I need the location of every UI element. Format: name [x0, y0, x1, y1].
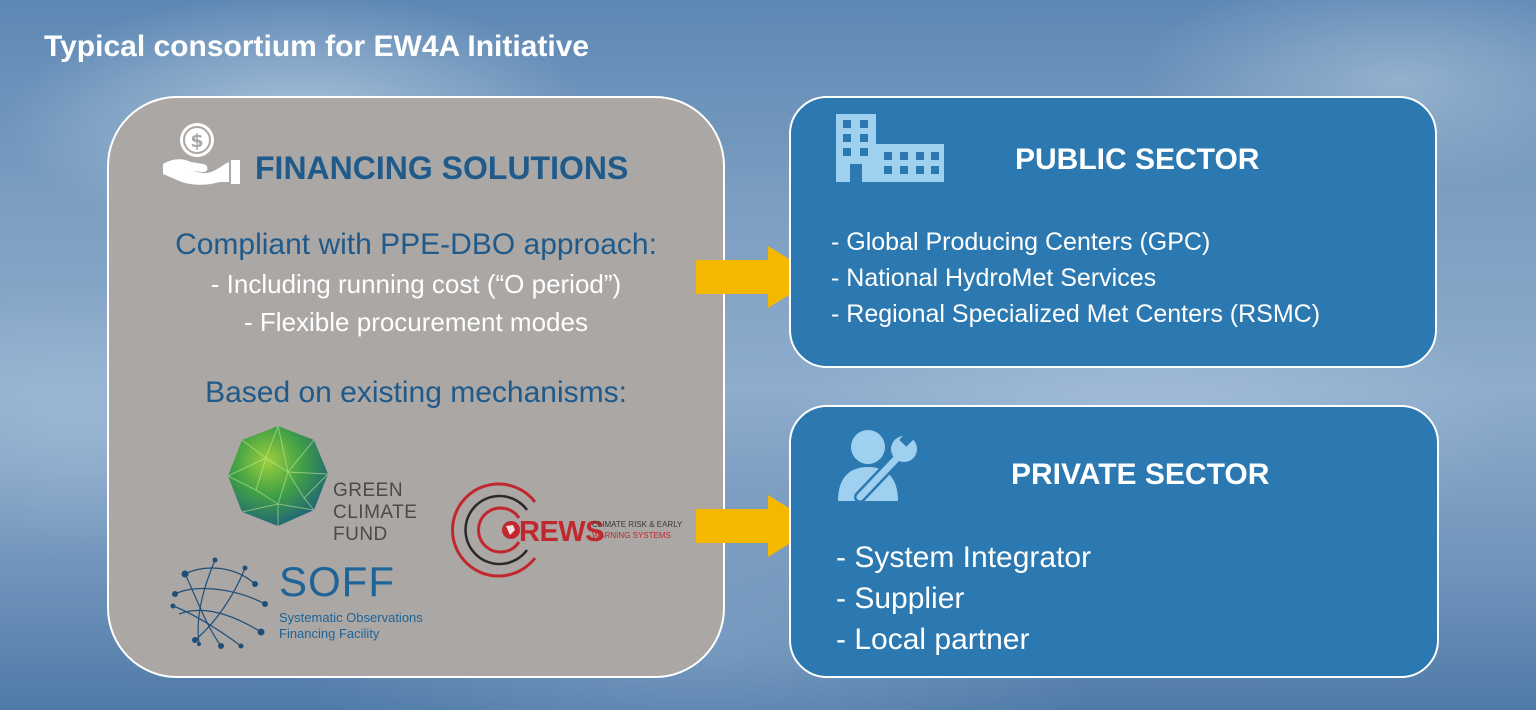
arrow-to-private-icon — [696, 495, 820, 562]
green-climate-fund-wordmark: GREEN CLIMATE FUND — [333, 480, 417, 546]
procurement-line: - Flexible procurement modes — [244, 307, 588, 337]
soff-logo — [165, 554, 275, 657]
page-title: Typical consortium for EW4A Initiative — [44, 30, 590, 63]
building-icon — [836, 114, 946, 189]
financing-solutions-box: $ FINANCING SOLUTIONS Compliant with PPE… — [107, 96, 725, 678]
soff-subtitle: Systematic Observations Financing Facili… — [279, 610, 423, 642]
public-sector-box: PUBLIC SECTOR - Global Producing Centers… — [789, 96, 1437, 368]
green-climate-fund-logo — [226, 424, 330, 533]
private-sector-box: PRIVATE SECTOR - System Integrator - Sup… — [789, 405, 1439, 678]
gcf-word-green: GREEN — [333, 480, 404, 501]
money-hand-icon: $ — [159, 120, 243, 193]
list-item: - Regional Specialized Met Centers (RSMC… — [831, 300, 1321, 328]
crews-subtitle: CLIMATE RISK & EARLY WARNING SYSTEMS — [592, 519, 682, 541]
crews-subtitle-line2: WARNING SYSTEMS — [592, 531, 671, 540]
running-cost-line: - Including running cost (“O period”) — [210, 269, 622, 299]
soff-subtitle-line1: Systematic Observations — [279, 610, 423, 625]
private-sector-list: - System Integrator - Supplier - Local p… — [836, 537, 1091, 660]
compliant-line: Compliant with PPE-DBO approach: — [175, 228, 657, 261]
crews-subtitle-line1: CLIMATE RISK & EARLY — [592, 520, 683, 529]
mechanisms-line: Based on existing mechanisms: — [205, 376, 627, 409]
crews-logo — [449, 480, 549, 585]
soff-subtitle-line2: Financing Facility — [279, 626, 380, 641]
list-item: - National HydroMet Services — [831, 264, 1157, 292]
soff-wordmark: SOFF — [279, 558, 395, 605]
gcf-word-fund: FUND — [333, 524, 388, 545]
financing-heading: FINANCING SOLUTIONS — [255, 150, 629, 186]
svg-text:$: $ — [190, 130, 203, 152]
person-wrench-icon — [836, 427, 920, 508]
list-item: - Local partner — [836, 623, 1030, 656]
public-sector-title: PUBLIC SECTOR — [1015, 143, 1260, 176]
crews-wordmark: REWS — [519, 516, 605, 548]
public-sector-list: - Global Producing Centers (GPC) - Natio… — [831, 224, 1320, 332]
arrow-to-public-icon — [696, 246, 820, 313]
list-item: - Global Producing Centers (GPC) — [831, 228, 1211, 256]
list-item: - Supplier — [836, 582, 965, 615]
private-sector-title: PRIVATE SECTOR — [1011, 458, 1270, 491]
gcf-word-climate: CLIMATE — [333, 502, 418, 523]
list-item: - System Integrator — [836, 541, 1092, 574]
